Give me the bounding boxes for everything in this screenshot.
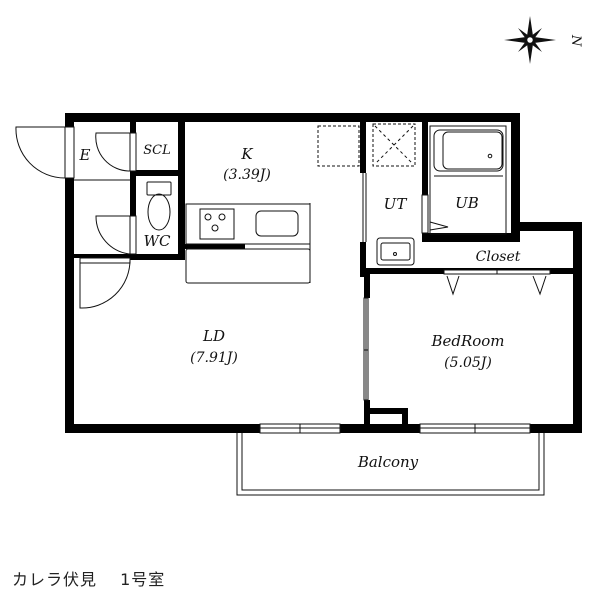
property-name: カレラ伏見 <box>12 570 98 589</box>
unit-bath-label: UB <box>455 194 479 212</box>
shoe-closet-label: SCL <box>143 143 171 158</box>
compass-north-label: N <box>568 34 583 47</box>
living-dining-area: (7.91J) <box>190 350 238 366</box>
compass-rose-icon <box>504 16 556 64</box>
unit-number: 1号室 <box>120 570 166 589</box>
toilet-label: WC <box>144 232 171 250</box>
closet-label: Closet <box>476 249 521 265</box>
balcony-label: Balcony <box>357 453 419 471</box>
utility-label: UT <box>384 195 408 213</box>
fixtures <box>15 123 551 434</box>
kitchen-area: (3.39J) <box>223 167 271 183</box>
kitchen-label: K <box>240 145 253 163</box>
property-caption: カレラ伏見 1号室 <box>12 566 165 590</box>
entrance-label: E <box>79 146 91 164</box>
living-dining-label: LD <box>202 327 225 345</box>
bedroom-area: (5.05J) <box>444 355 492 371</box>
bedroom-label: BedRoom <box>430 332 504 350</box>
